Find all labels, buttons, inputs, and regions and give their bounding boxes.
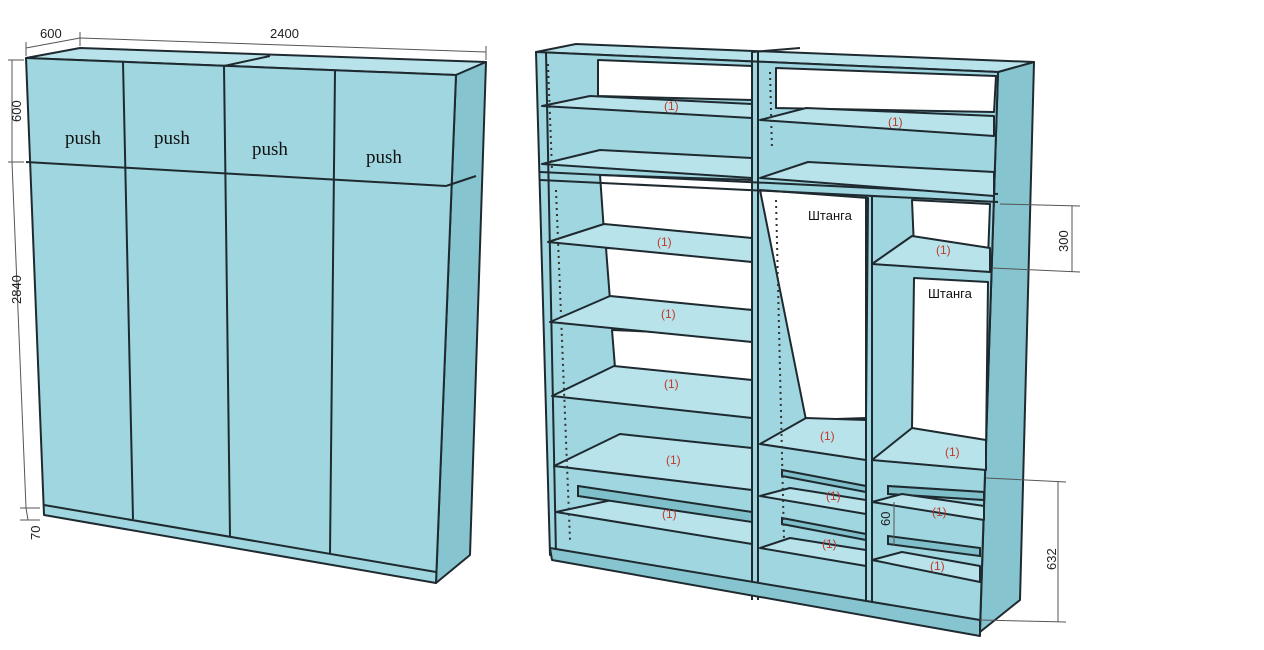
push-label-4: push — [366, 147, 402, 168]
qty-mark: (1) — [826, 489, 841, 503]
qty-mark: (1) — [657, 235, 672, 249]
plinth-line — [43, 504, 437, 573]
rail-offset-dimension: 300 — [1056, 230, 1071, 252]
plinth-dimension: 70 — [28, 526, 43, 540]
qty-mark: (1) — [664, 377, 679, 391]
main-height-dimension: 2840 — [9, 275, 24, 304]
qty-mark: (1) — [662, 507, 677, 521]
qty-mark: (1) — [930, 559, 945, 573]
push-label-3: push — [252, 139, 288, 160]
qty-mark: (1) — [936, 243, 951, 257]
drawer-gap-dimension: 60 — [878, 512, 893, 526]
top-module-line — [25, 161, 447, 187]
top-height-dimension: 600 — [9, 100, 24, 122]
rail-label-1: Штанга — [808, 208, 853, 223]
door-seam-1 — [122, 61, 134, 520]
push-label-1: push — [65, 128, 101, 149]
closed-wardrobe-view: push push push push 600 2400 600 2840 70 — [8, 26, 487, 584]
qty-mark: (1) — [932, 505, 947, 519]
push-label-2: push — [154, 128, 190, 149]
open-wardrobe-view: Штанга Штанга (1) (1) (1) (1) (1) (1) (1… — [535, 43, 1081, 637]
door-seam-3 — [329, 70, 336, 554]
qty-mark: (1) — [888, 115, 903, 129]
drawer-block-dimension: 632 — [1044, 548, 1059, 570]
qty-mark: (1) — [945, 445, 960, 459]
front-face — [25, 57, 457, 584]
rail-label-2: Штанга — [928, 286, 973, 301]
depth-dimension: 600 — [40, 26, 62, 41]
qty-mark: (1) — [666, 453, 681, 467]
top-shelf-left — [541, 95, 753, 119]
qty-mark: (1) — [661, 307, 676, 321]
qty-mark: (1) — [664, 99, 679, 113]
door-seam-2 — [223, 65, 231, 537]
width-dimension: 2400 — [270, 26, 299, 41]
plinth — [549, 547, 981, 637]
top-shelf-right — [759, 107, 995, 137]
qty-mark: (1) — [820, 429, 835, 443]
qty-mark: (1) — [822, 537, 837, 551]
